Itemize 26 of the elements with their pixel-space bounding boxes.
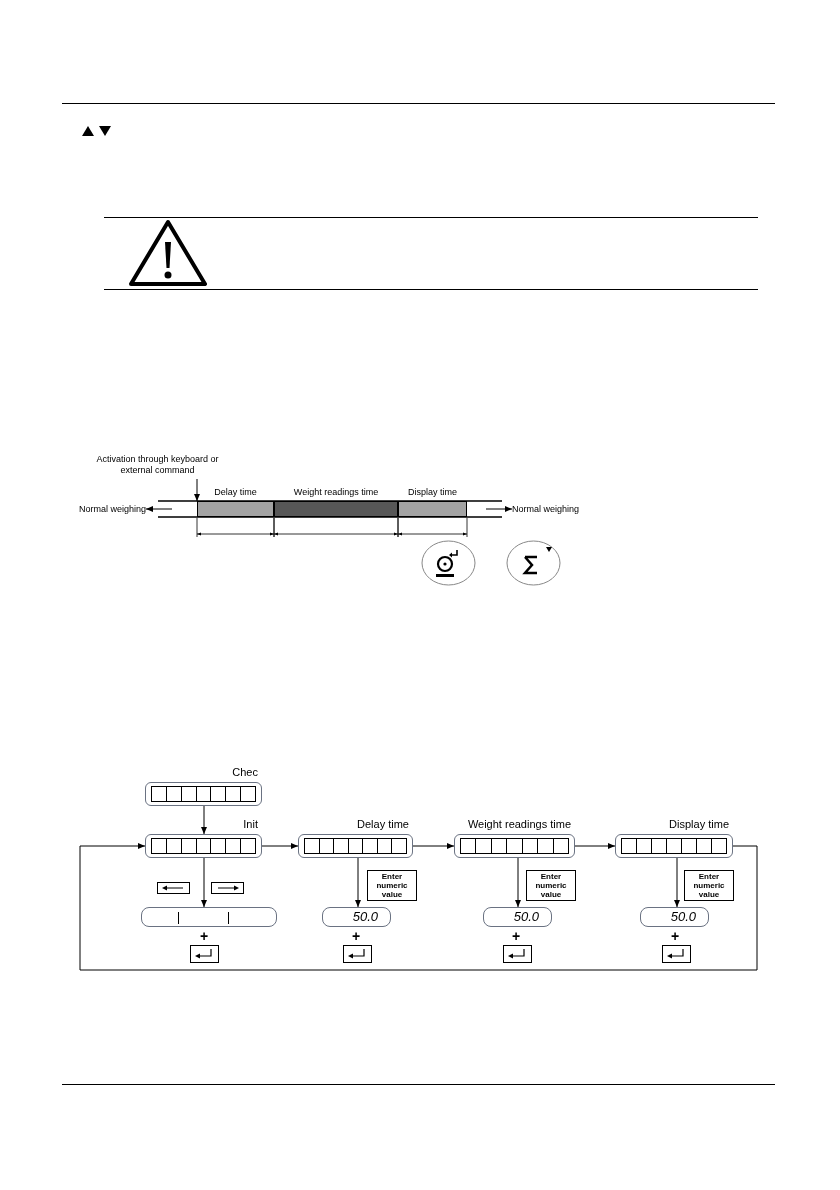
arrow xyxy=(674,857,680,908)
plus-sign: + xyxy=(512,929,521,943)
plus-sign: + xyxy=(200,929,209,943)
plus-sign: + xyxy=(352,929,361,943)
arrow xyxy=(194,478,200,502)
value-display: 50.0 xyxy=(640,907,709,927)
arrow xyxy=(355,857,361,908)
state-label: Normal weighing xyxy=(512,502,592,516)
arrow xyxy=(79,843,758,971)
arrow xyxy=(261,843,299,849)
arrow xyxy=(201,805,207,835)
arrow xyxy=(515,857,521,908)
value-display: 50.0 xyxy=(322,907,391,927)
instruction-box: Enter numeric value xyxy=(684,870,734,901)
callout-text: Activation through keyboard or external command xyxy=(80,454,235,479)
instruction-box: Enter numeric value xyxy=(367,870,417,901)
arrow xyxy=(201,857,207,908)
display-panel xyxy=(141,907,277,927)
arrow xyxy=(574,843,616,849)
state-label: Normal weighing xyxy=(66,502,146,516)
arrow xyxy=(485,506,513,512)
instruction-box: Enter numeric value xyxy=(526,870,576,901)
arrow xyxy=(145,506,173,512)
value-display: 50.0 xyxy=(483,907,552,927)
arrow xyxy=(412,843,455,849)
plus-sign: + xyxy=(671,929,680,943)
